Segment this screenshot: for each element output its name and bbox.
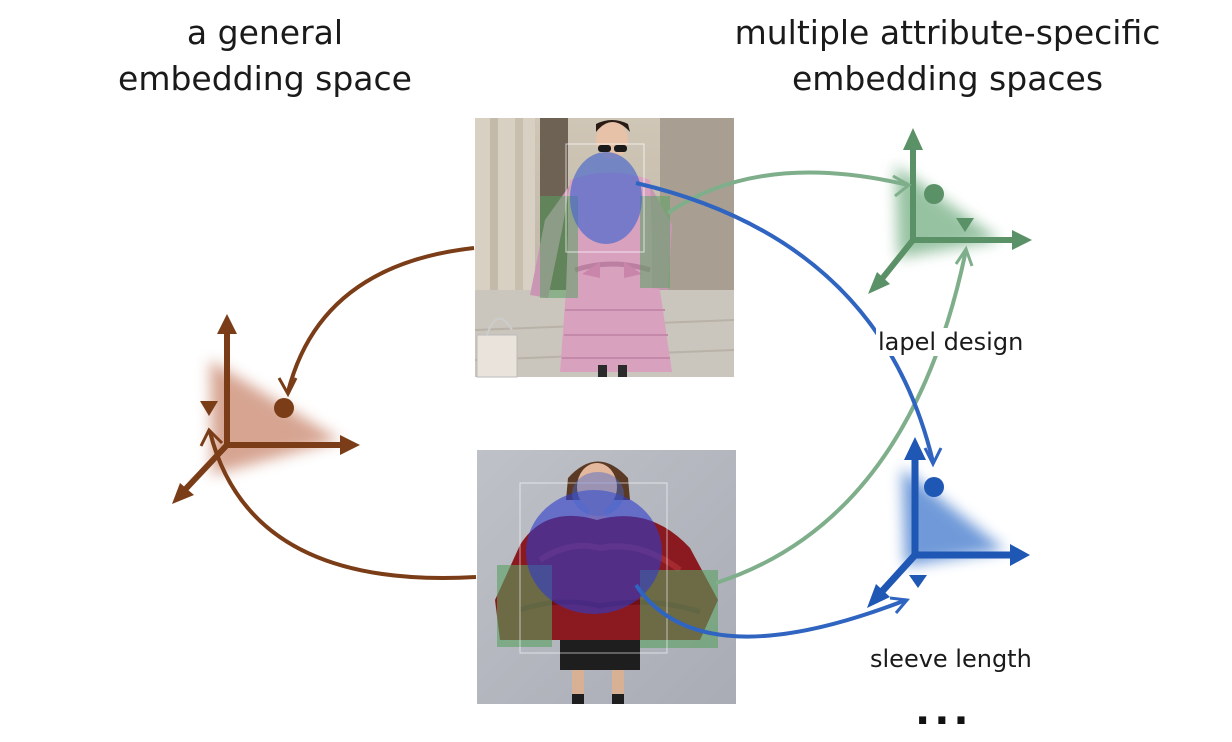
sleeve-length-label: sleeve length	[870, 645, 1032, 673]
arrow-top-to-general	[277, 246, 475, 398]
arrow-bottom-to-lapel	[715, 245, 974, 585]
pink-coat-photo	[474, 118, 735, 378]
general-space-heading-line1: a general	[186, 13, 344, 52]
specific-spaces-heading-line2: embedding spaces	[791, 59, 1104, 98]
arrow-bottom-to-sleeve	[634, 583, 910, 639]
specific-spaces-heading: multiple attribute-specific embedding sp…	[720, 10, 1175, 102]
arrow-top-to-sleeve	[635, 181, 943, 468]
general-space-heading-line2: embedding space	[118, 59, 412, 98]
general-space-icon	[172, 314, 360, 504]
arrow-bottom-to-general	[199, 427, 477, 580]
lapel-space-icon	[868, 128, 1032, 294]
specific-spaces-heading-line1: multiple attribute-specific	[734, 13, 1161, 52]
more-spaces-indicator: ...	[915, 688, 973, 734]
lapel-design-label: lapel design	[876, 328, 1026, 356]
general-space-heading: a general embedding space	[90, 10, 440, 102]
sleeve-space-icon	[867, 437, 1030, 608]
fur-cape-photo	[477, 450, 736, 704]
